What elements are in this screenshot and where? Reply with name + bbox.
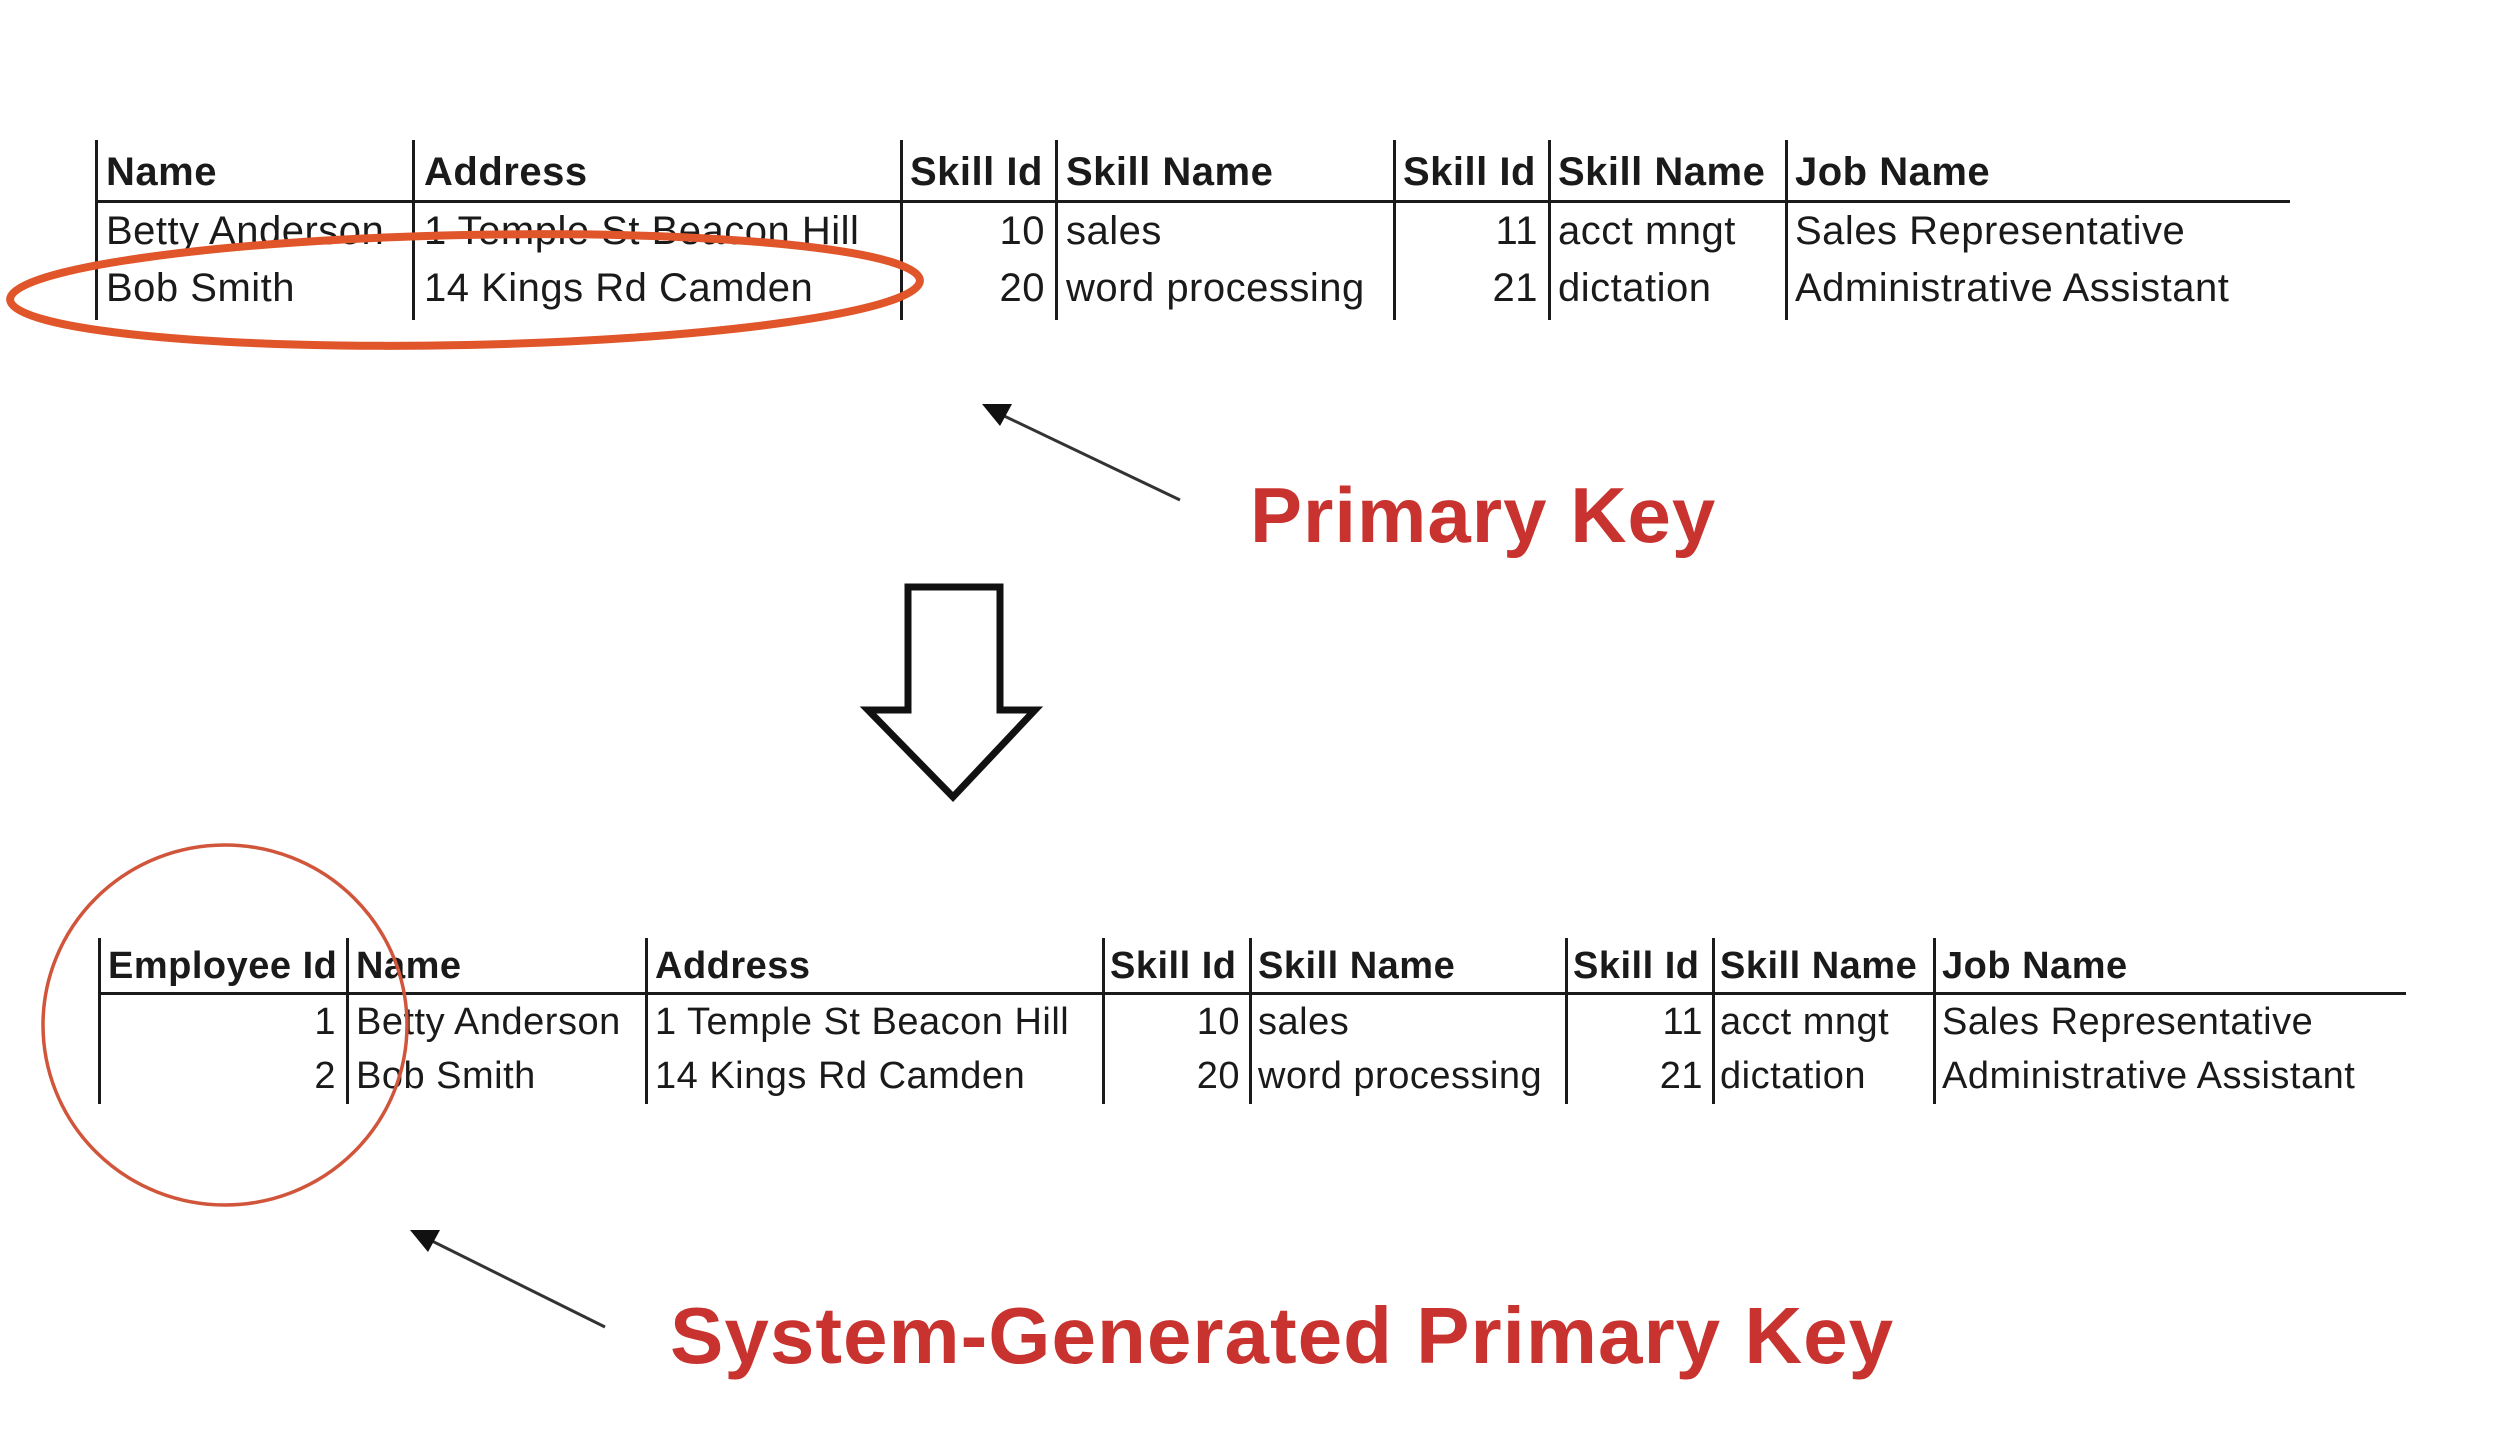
column-divider bbox=[1102, 938, 1105, 1104]
column-divider bbox=[98, 938, 101, 1104]
column-divider bbox=[412, 140, 415, 320]
cell-employee-id: 1 bbox=[314, 1001, 336, 1043]
column-divider bbox=[900, 140, 903, 320]
header-rule bbox=[95, 200, 2290, 203]
cell-job-name: Sales Representative bbox=[1795, 209, 2186, 253]
cell-skill-id: 10 bbox=[999, 209, 1045, 253]
cell-skill-name: acct mngt bbox=[1720, 1001, 1890, 1043]
cell-name: Betty Anderson bbox=[356, 1001, 621, 1043]
column-divider bbox=[1712, 938, 1715, 1104]
pointer-arrow-icon bbox=[410, 1230, 606, 1329]
cell-address: 14 Kings Rd Camden bbox=[424, 266, 814, 310]
down-arrow-icon bbox=[859, 583, 1044, 803]
header-skill-name: Skill Name bbox=[1066, 150, 1274, 194]
cell-skill-id: 11 bbox=[1495, 209, 1538, 253]
header-skill-id: Skill Id bbox=[1403, 150, 1536, 194]
header-skill-id: Skill Id bbox=[1573, 945, 1700, 987]
cell-skill-name: sales bbox=[1066, 209, 1162, 253]
header-skill-id: Skill Id bbox=[910, 150, 1043, 194]
column-divider bbox=[1565, 938, 1568, 1104]
cell-job-name: Sales Representative bbox=[1942, 1001, 2314, 1043]
column-divider bbox=[1249, 938, 1252, 1104]
cell-name: Betty Anderson bbox=[106, 209, 385, 253]
cell-address: 14 Kings Rd Camden bbox=[655, 1055, 1026, 1097]
column-divider bbox=[1933, 938, 1936, 1104]
cell-employee-id: 2 bbox=[314, 1055, 336, 1097]
system-generated-key-label: System-Generated Primary Key bbox=[670, 1291, 1895, 1380]
cell-skill-name: dictation bbox=[1720, 1055, 1867, 1097]
cell-skill-id: 11 bbox=[1662, 1001, 1703, 1043]
pointer-arrow-icon bbox=[982, 404, 1181, 502]
header-address: Address bbox=[424, 150, 588, 194]
column-divider bbox=[1548, 140, 1551, 320]
cell-skill-id: 20 bbox=[999, 266, 1045, 310]
cell-skill-id: 20 bbox=[1196, 1055, 1240, 1097]
cell-skill-name: word processing bbox=[1066, 266, 1365, 310]
column-divider bbox=[346, 938, 349, 1104]
header-job-name: Job Name bbox=[1942, 945, 2128, 987]
cell-job-name: Administrative Assistant bbox=[1942, 1055, 2356, 1097]
cell-skill-id: 21 bbox=[1659, 1055, 1703, 1097]
header-job-name: Job Name bbox=[1795, 150, 1991, 194]
header-skill-id: Skill Id bbox=[1110, 945, 1237, 987]
cell-address: 1 Temple St Beacon Hill bbox=[655, 1001, 1070, 1043]
header-name: Name bbox=[106, 150, 217, 194]
cell-skill-name: sales bbox=[1258, 1001, 1350, 1043]
column-divider bbox=[1393, 140, 1396, 320]
header-rule bbox=[98, 992, 2406, 995]
cell-skill-name: word processing bbox=[1258, 1055, 1543, 1097]
cell-skill-name: acct mngt bbox=[1558, 209, 1736, 253]
header-skill-name: Skill Name bbox=[1258, 945, 1456, 987]
cell-skill-name: dictation bbox=[1558, 266, 1712, 310]
column-divider bbox=[1055, 140, 1058, 320]
cell-job-name: Administrative Assistant bbox=[1795, 266, 2230, 310]
header-skill-name: Skill Name bbox=[1720, 945, 1918, 987]
cell-skill-id: 10 bbox=[1196, 1001, 1240, 1043]
cell-skill-id: 21 bbox=[1492, 266, 1538, 310]
cell-name: Bob Smith bbox=[106, 266, 296, 310]
header-employee-id: Employee Id bbox=[108, 945, 338, 987]
primary-key-label: Primary Key bbox=[1250, 471, 1717, 559]
header-skill-name: Skill Name bbox=[1558, 150, 1766, 194]
header-address: Address bbox=[655, 945, 811, 987]
column-divider bbox=[95, 140, 98, 320]
column-divider bbox=[1785, 140, 1788, 320]
header-name: Name bbox=[356, 945, 462, 987]
cell-address: 1 Temple St Beacon Hill bbox=[424, 209, 860, 253]
column-divider bbox=[645, 938, 648, 1104]
cell-name: Bob Smith bbox=[356, 1055, 536, 1097]
